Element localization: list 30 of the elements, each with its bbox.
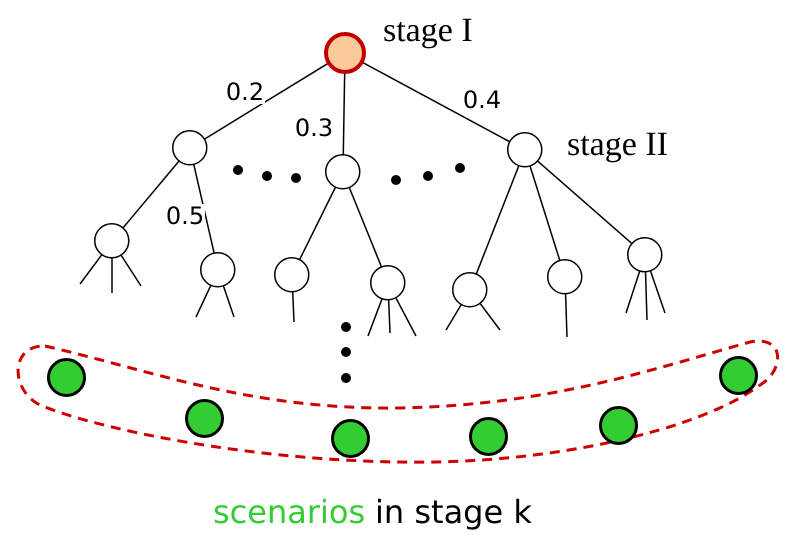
connector-line xyxy=(298,186,336,260)
connector-line xyxy=(476,166,520,274)
connector-line xyxy=(564,294,568,338)
connector-line xyxy=(537,160,633,244)
connector-line xyxy=(292,292,295,322)
stage-caption: in stage k xyxy=(375,496,532,528)
connector-line xyxy=(342,72,346,156)
connector-line xyxy=(445,304,462,330)
connector-line xyxy=(111,258,113,293)
connector-line xyxy=(395,298,417,336)
connector-line xyxy=(79,254,102,284)
connector-line xyxy=(120,254,142,286)
connector-line xyxy=(367,298,383,336)
connector-line xyxy=(204,62,330,140)
connector-line xyxy=(529,166,561,262)
probability-label: 0.2 xyxy=(224,80,266,104)
scenarios-label: scenarios xyxy=(213,496,366,528)
connector-line xyxy=(361,61,510,143)
connector-line xyxy=(388,300,391,334)
connector-line xyxy=(644,272,648,320)
connector-line xyxy=(222,286,235,318)
stage-label: stage I xyxy=(383,14,473,48)
connector-line xyxy=(650,270,666,314)
connector-line xyxy=(122,160,180,228)
connector-line xyxy=(348,187,382,268)
connector-line xyxy=(195,285,212,318)
connector-line xyxy=(193,164,215,254)
connector-line xyxy=(480,303,501,330)
connector-line xyxy=(625,270,640,314)
stage-label: stage II xyxy=(567,128,668,162)
